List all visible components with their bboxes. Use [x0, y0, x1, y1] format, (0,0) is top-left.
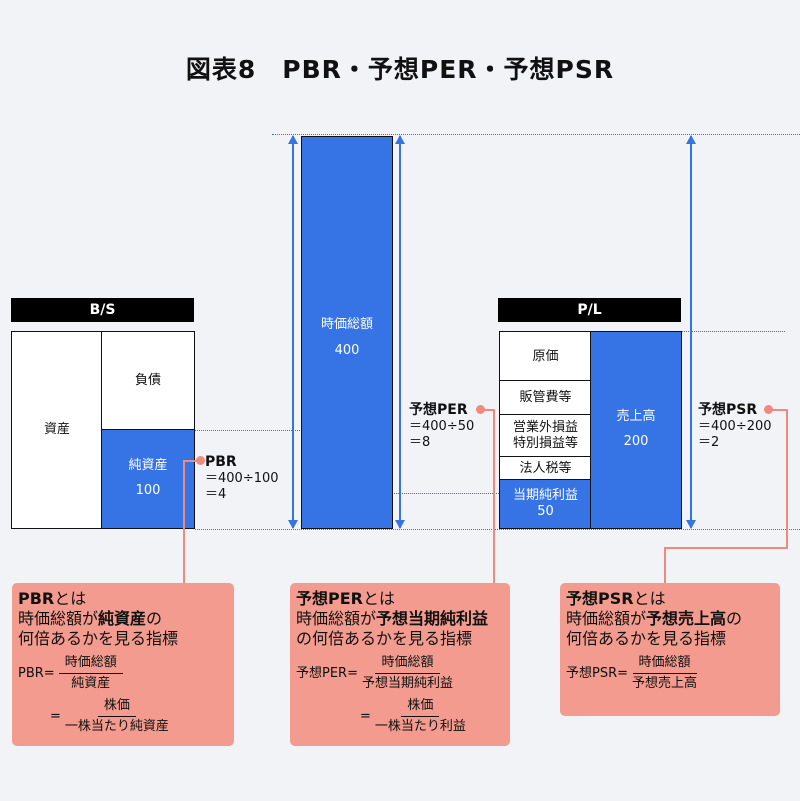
numerator: 時価総額	[632, 653, 697, 674]
per-formula-1: 予想PER= 時価総額予想当期純利益	[296, 653, 504, 694]
psr-connector	[664, 547, 788, 549]
bs-liabilities: 負債	[101, 331, 195, 431]
market-cap-bar: 時価総額 400	[301, 136, 393, 529]
market-cap-value: 400	[334, 343, 360, 358]
pbr-connector	[183, 460, 185, 584]
sga-label: 販管費等	[519, 390, 572, 406]
text: 何倍あるかを見る指標	[18, 629, 179, 648]
net-assets-value: 100	[135, 483, 161, 498]
pbr-connector-dot	[196, 456, 205, 465]
psr-connector	[786, 409, 788, 549]
pbr-formula-1: PBR=時価総額純資産	[18, 653, 228, 694]
per-calc: 予想PER＝400÷50＝8	[409, 402, 474, 451]
per-connector	[493, 409, 495, 584]
pl-nonop: 営業外損益特別損益等	[499, 414, 592, 458]
pbr-calc-label: PBR	[205, 454, 237, 470]
denominator: 純資産	[71, 676, 111, 691]
per-box-title-rest: とは	[362, 589, 395, 608]
equals: =	[50, 708, 61, 724]
formula-label: 予想PSR=	[566, 665, 629, 681]
nonop-label-2: 特別損益等	[512, 436, 578, 451]
guide-top	[272, 134, 800, 135]
pbr-formula-2: = 株価一株当たり純資産	[18, 696, 228, 737]
market-cap-label: 時価総額	[320, 317, 373, 332]
pbr-box-title: PBR	[18, 589, 55, 608]
psr-connector	[768, 409, 788, 411]
denominator: 予想当期純利益	[361, 676, 453, 691]
numerator: 株価	[97, 696, 136, 717]
cost-label: 原価	[532, 348, 559, 364]
per-calc-line2: ＝8	[409, 435, 431, 450]
per-explanation: 予想PERとは 時価総額が予想当期純利益 の何倍あるかを見る指標 予想PER=時…	[290, 583, 510, 746]
psr-box-title-rest: とは	[633, 589, 666, 608]
psr-explanation: 予想PSRとは 時価総額が予想売上高の 何倍あるかを見る指標 予想PSR=時価総…	[560, 583, 780, 716]
pbr-calc: PBR＝400÷100＝4	[205, 454, 279, 503]
text: 何倍あるかを見る指標	[566, 629, 727, 648]
liabilities-label: 負債	[134, 373, 161, 389]
equals: =	[360, 708, 371, 724]
net-income-value: 50	[537, 504, 554, 519]
pbr-arrow	[288, 135, 298, 529]
pl-sga: 販管費等	[499, 380, 592, 416]
pl-sales: 売上高 200	[590, 331, 682, 529]
text: 時価総額が	[566, 609, 647, 628]
guide-sales	[682, 331, 785, 332]
psr-arrow	[686, 135, 696, 529]
bs-net-assets: 純資産 100	[101, 429, 195, 529]
nonop-label-1: 営業外損益	[512, 420, 578, 436]
psr-calc-label: 予想PSR	[698, 402, 758, 418]
pbr-box-title-rest: とは	[54, 589, 87, 608]
numerator: 株価	[401, 696, 440, 717]
per-formula-2: = 株価一株当たり利益	[296, 696, 504, 737]
numerator: 時価総額	[375, 653, 440, 674]
guide-net-income	[375, 493, 499, 494]
psr-calc-line1: ＝400÷200	[698, 419, 772, 434]
text: 時価総額が	[296, 609, 377, 628]
net-assets-label: 純資産	[128, 458, 168, 474]
sales-label: 売上高	[616, 409, 656, 425]
text-bold: 予想売上高	[646, 609, 727, 628]
guide-net-assets	[195, 430, 302, 431]
psr-box-title: 予想PSR	[566, 589, 634, 608]
formula-label: PBR=	[18, 665, 55, 681]
per-box-title: 予想PER	[296, 589, 363, 608]
text-bold: 予想当期純利益	[376, 609, 489, 628]
psr-connector	[664, 547, 666, 584]
sales-value: 200	[623, 434, 649, 449]
pl-cost: 原価	[499, 331, 592, 382]
page-title: 図表8 PBR・予想PER・予想PSR	[185, 55, 615, 84]
denominator: 一株当たり純資産	[64, 719, 169, 734]
per-calc-label: 予想PER	[409, 402, 468, 418]
tax-label: 法人税等	[519, 460, 572, 476]
text: 時価総額が	[18, 609, 99, 628]
pbr-calc-line1: ＝400÷100	[205, 471, 279, 486]
text: の	[146, 609, 163, 628]
psr-calc: 予想PSR＝400÷200＝2	[698, 402, 772, 451]
bs-assets: 資産	[11, 331, 103, 529]
assets-label: 資産	[43, 422, 70, 438]
formula-label: 予想PER=	[296, 665, 358, 681]
pl-tax: 法人税等	[499, 456, 592, 481]
per-calc-line1: ＝400÷50	[409, 419, 475, 434]
per-arrow	[395, 135, 405, 529]
net-income-label: 当期純利益	[512, 488, 578, 504]
pbr-calc-line2: ＝4	[205, 487, 227, 502]
numerator: 時価総額	[58, 653, 123, 674]
guide-bottom	[195, 529, 800, 530]
denominator: 一株当たり利益	[374, 719, 466, 734]
pbr-explanation: PBRとは 時価総額が純資産の 何倍あるかを見る指標 PBR=時価総額純資産 =…	[12, 583, 234, 746]
per-connector	[480, 409, 495, 411]
text: の何倍あるかを見る指標	[296, 629, 473, 648]
psr-formula: 予想PSR=時価総額予想売上高	[566, 653, 774, 694]
text: の	[726, 609, 743, 628]
text-bold: 純資産	[98, 609, 147, 628]
denominator: 予想売上高	[632, 676, 698, 691]
bs-header: B/S	[11, 298, 194, 322]
pl-header: P/L	[498, 298, 681, 322]
psr-calc-line2: ＝2	[698, 435, 720, 450]
pbr-connector	[184, 460, 198, 462]
